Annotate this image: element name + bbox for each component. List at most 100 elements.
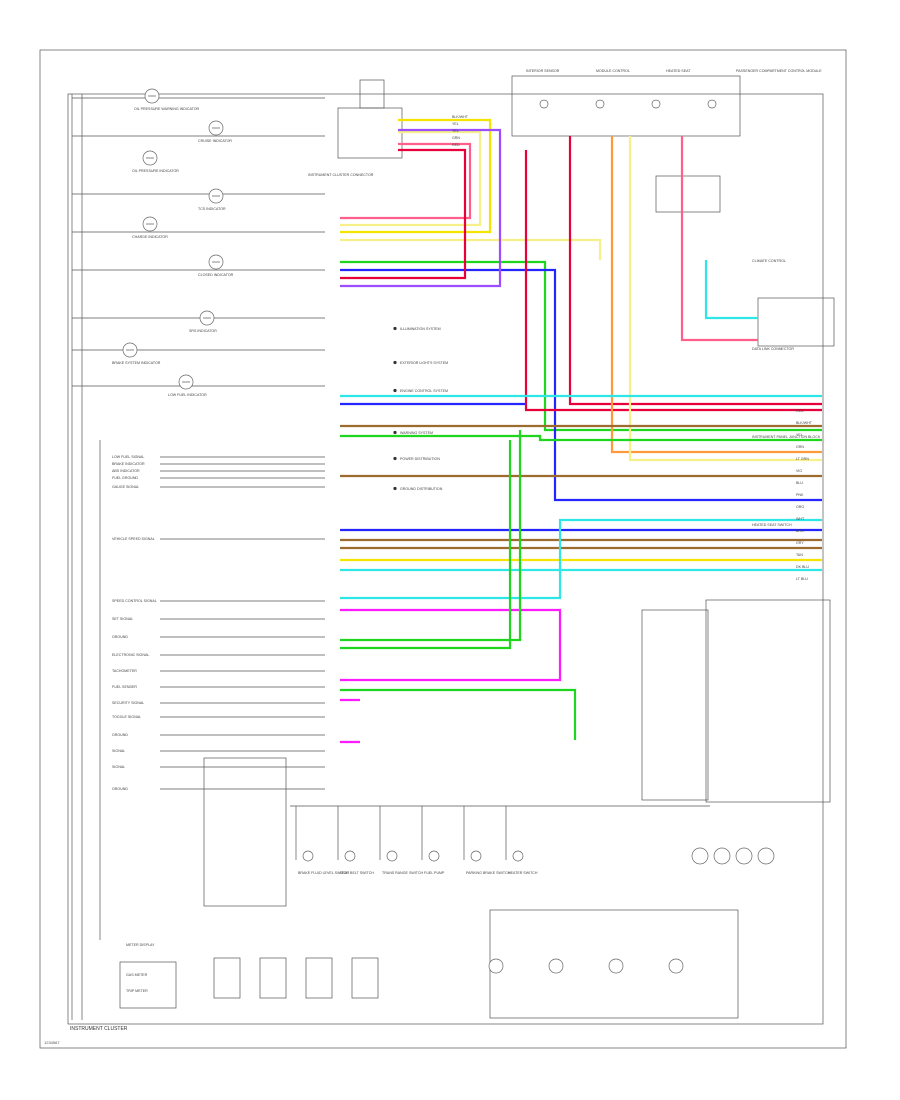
wire-blue — [340, 268, 822, 502]
connector-dot-icon — [393, 486, 397, 491]
bottom-components — [213, 806, 775, 999]
indicator-label: CHARGE INDICATOR — [132, 235, 168, 239]
gauge-label: SECURITY SIGNAL — [112, 701, 144, 705]
right-lower-box — [705, 599, 831, 803]
gauge-label: GAUGE SIGNAL — [112, 485, 139, 489]
lamp-bulb-icon — [757, 847, 775, 865]
meter-box — [119, 961, 177, 1009]
gauge-label: SET SIGNAL — [112, 617, 133, 621]
lamp-bulb-icon — [608, 958, 624, 974]
lamp-bulb-icon — [548, 958, 564, 974]
gauge-label: SIGNAL — [112, 765, 125, 769]
lamp-bulb-icon — [735, 847, 753, 865]
wire-color-label: BLK/WHT — [796, 421, 813, 425]
connector-dot-icon — [393, 360, 397, 365]
wire-color-label: GRY — [796, 541, 804, 545]
bottom-component-label: HEATER SWITCH — [508, 871, 538, 875]
wire-yellow — [340, 118, 492, 234]
wire-green-2 — [340, 434, 822, 442]
component-switch-icon — [302, 850, 314, 862]
connector-pin-label: BLK/WHT — [452, 115, 469, 119]
wire-color-label: GRN — [796, 445, 804, 449]
side-note-label: WARNING SYSTEM — [400, 431, 433, 435]
wire-color-label: PNK — [796, 493, 804, 497]
wire-color-label: BRN — [796, 529, 804, 533]
colored-wires — [340, 118, 822, 744]
connector-pin-label: RED — [452, 143, 460, 147]
component-switch-icon — [512, 850, 524, 862]
wire-pink — [340, 142, 472, 220]
connector-pin-label: YEL — [452, 122, 459, 126]
wire-color-label: LT GRN — [796, 457, 809, 461]
wire-green-3 — [340, 430, 522, 642]
connector-dot-icon — [393, 430, 397, 435]
wire-color-label: RED — [796, 409, 804, 413]
component-switch-icon — [470, 850, 482, 862]
side-note-label: GROUND DISTRIBUTION — [400, 487, 443, 491]
wire-lightyellow-3 — [628, 136, 822, 462]
indicator-label: OIL PRESSURE INDICATOR — [132, 169, 179, 173]
wire-red — [340, 148, 467, 280]
lamp-bulb-icon — [668, 958, 684, 974]
indicator-label: TCS INDICATOR — [198, 207, 226, 211]
wire-pink-2 — [680, 136, 758, 342]
gauge-label: ABS INDICATOR — [112, 469, 140, 473]
top-module-box — [511, 75, 741, 137]
right-module-label: INSTRUMENT PANEL JUNCTION BLOCK — [752, 435, 821, 439]
gauge-label: SPEED CONTROL SIGNAL — [112, 599, 157, 603]
module-terminal-icon — [651, 99, 661, 109]
gauge-label: TOGGLE SIGNAL — [112, 715, 141, 719]
connector-dot-icon — [393, 388, 397, 393]
connector-dot-icon — [393, 456, 397, 461]
lamp-bulb-icon — [691, 847, 709, 865]
gauge-label: GROUND — [112, 733, 128, 737]
wire-color-label: ORG — [796, 505, 804, 509]
gauge-label: ELECTRONIC SIGNAL — [112, 653, 149, 657]
meter-box-title: METER DISPLAY — [126, 943, 155, 947]
module-terminal-icon — [707, 99, 717, 109]
gauge-label: VEHICLE SPEED SIGNAL — [112, 537, 155, 541]
wire-color-label: YEL — [796, 433, 803, 437]
meter-box-line: TRIP METER — [126, 989, 148, 993]
wire-purple — [340, 128, 502, 288]
component-switch-icon — [386, 850, 398, 862]
wire-color-label: VIO — [796, 469, 802, 473]
side-note-label: POWER DISTRIBUTION — [400, 457, 440, 461]
wire-orange — [610, 136, 822, 454]
wire-color-label: LT BLU — [796, 577, 808, 581]
wire-green — [340, 260, 822, 432]
indicator-label: BRAKE SYSTEM INDICATOR — [112, 361, 161, 365]
top-connector-tab — [359, 79, 385, 109]
wire-red-2 — [568, 136, 822, 406]
bottom-component-label: SEAT BELT SWITCH — [340, 871, 374, 875]
relay-box — [305, 957, 333, 999]
right-connector — [757, 297, 835, 347]
gauge-label: TACHOMETER — [112, 669, 137, 673]
wire-lightyellow — [340, 130, 482, 227]
meter-box-line: GAS METER — [126, 973, 148, 977]
right-small-module — [655, 175, 721, 213]
module-terminal-icon — [539, 99, 549, 109]
side-note-label: ILLUMINATION SYSTEM — [400, 327, 441, 331]
connector-pin-label: GRN — [452, 136, 460, 140]
wire-red-long — [524, 150, 822, 412]
side-note-label: EXTERIOR LIGHTS SYSTEM — [400, 361, 448, 365]
top-module-label: PASSENGER COMPARTMENT CONTROL MODULE — [736, 69, 822, 73]
relay-box — [213, 957, 241, 999]
bottom-component-label: PARKING BRAKE SWITCH — [466, 871, 511, 875]
gauge-label: GROUND — [112, 787, 128, 791]
indicator-bulbs — [122, 88, 717, 390]
bottom-component-label: BRAKE FLUID LEVEL SWITCH — [298, 871, 349, 875]
wire-color-label: BLU — [796, 481, 803, 485]
connector-pin-label: YEL — [452, 129, 459, 133]
indicator-label: LOW FUEL INDICATOR — [168, 393, 207, 397]
right-module-label: CLIMATE CONTROL — [752, 259, 786, 263]
right-module-label: DATA LINK CONNECTOR — [752, 347, 794, 351]
gauge-label: GROUND — [112, 635, 128, 639]
top-connector-box — [337, 107, 403, 159]
wire-color-label: WHT — [796, 517, 805, 521]
wire-green-5 — [340, 688, 577, 740]
gauge-label: SIGNAL — [112, 749, 125, 753]
wire-magenta — [340, 608, 562, 682]
